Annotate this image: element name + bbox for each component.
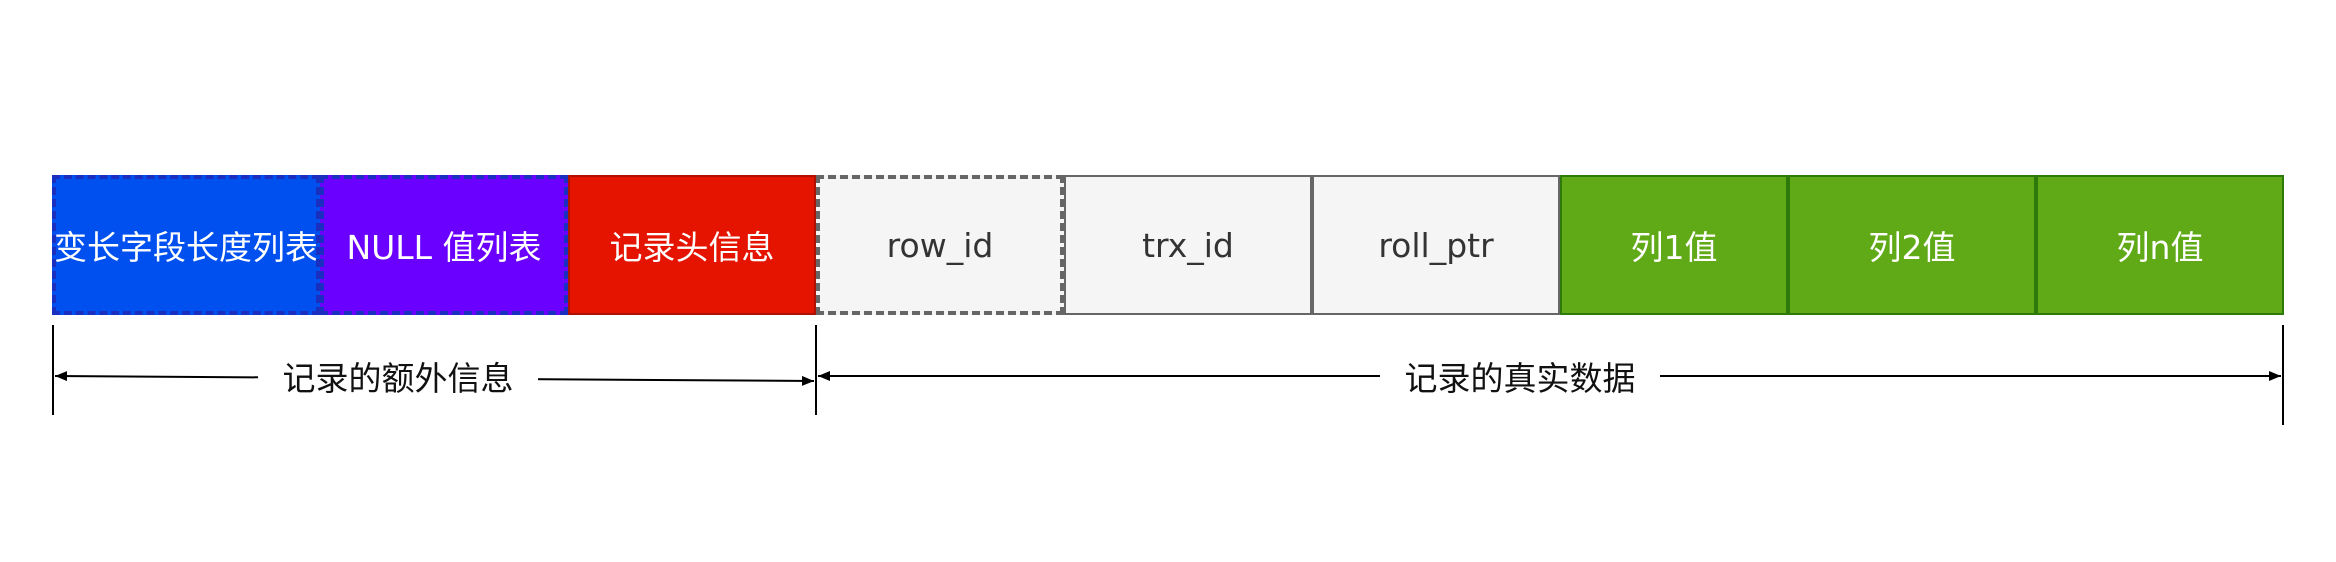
field-box-column-1: 列1值 bbox=[1560, 175, 1788, 315]
field-label: 列n值 bbox=[2116, 228, 2204, 267]
field-label: 列1值 bbox=[1630, 228, 1718, 267]
field-box-column-2: 列2值 bbox=[1788, 175, 2036, 315]
field-box-row-id: row_id bbox=[816, 175, 1064, 315]
extra-info-label: 记录的额外信息 bbox=[258, 352, 538, 400]
field-label: 记录头信息 bbox=[609, 228, 775, 267]
field-label: 列2值 bbox=[1868, 228, 1956, 267]
field-label: NULL 值列表 bbox=[346, 228, 542, 267]
field-label: roll_ptr bbox=[1378, 225, 1494, 265]
field-box-column-n: 列n值 bbox=[2036, 175, 2284, 315]
field-label: 变长字段长度列表 bbox=[54, 228, 318, 267]
field-box-null-list: NULL 值列表 bbox=[320, 175, 568, 315]
field-box-roll-ptr: roll_ptr bbox=[1312, 175, 1560, 315]
field-label: trx_id bbox=[1142, 225, 1234, 265]
field-box-variable-length-list: 变长字段长度列表 bbox=[52, 175, 320, 315]
real-data-label: 记录的真实数据 bbox=[1380, 352, 1660, 400]
field-box-trx-id: trx_id bbox=[1064, 175, 1312, 315]
field-box-record-header: 记录头信息 bbox=[568, 175, 816, 315]
field-label: row_id bbox=[886, 225, 994, 265]
